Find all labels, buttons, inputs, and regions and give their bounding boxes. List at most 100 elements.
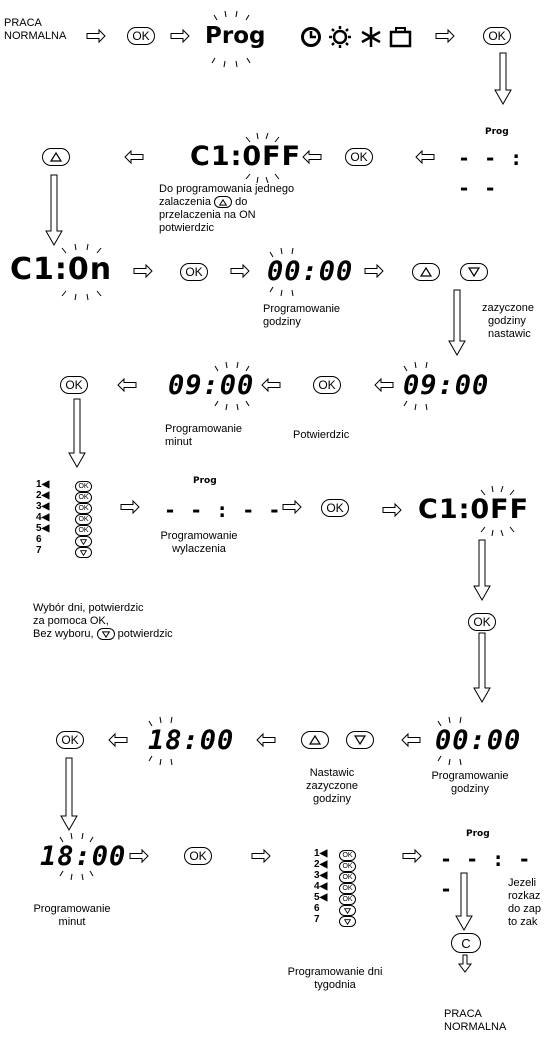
ok-button[interactable]: OK [313,376,341,394]
ok-button-small[interactable]: OK [339,850,356,861]
ok-button[interactable]: OK [127,27,155,45]
arrow-down [473,539,491,602]
arrow-down [68,398,86,469]
ok-button-small[interactable]: OK [339,872,356,883]
ok-button[interactable]: OK [321,499,349,517]
mode-icons [301,26,412,48]
prog-label-small: Prog [193,476,217,486]
snowflake-icon [361,27,381,47]
arrow-right [402,849,422,863]
up-button[interactable] [301,731,329,749]
time-display-1800-minutes: 18:00 [40,841,127,872]
day-row-1: 1◀ [36,479,50,490]
day-row-1: 1◀ [314,848,328,859]
triangle-down-icon [344,907,351,914]
nastawic-label: Nastawic zazyczone godziny [306,767,358,805]
day-row-6: 6 [314,903,320,914]
time-display-0000: 00:00 [267,256,354,287]
programowanie-godziny-label: Programowanie godziny [431,770,509,795]
arrow-left [415,150,435,164]
potwierdzic-label: Potwierdzic [293,429,350,441]
prog-display-blinking: Prog [205,23,266,49]
triangle-down-icon [101,630,110,638]
jezeli-text-clipped: Jezeli rozkaz do zap to zak [508,877,542,928]
up-button[interactable] [42,148,70,166]
arrow-left [374,378,394,392]
c1-off-display: C1:0FF [418,494,530,525]
c1-on-display: C1:0n [10,252,113,287]
day-row-2: 2◀ [36,490,50,501]
time-display-0900-hours: 09:00 [403,370,490,401]
ok-button[interactable]: OK [483,27,511,45]
arrow-right [133,264,153,278]
praca-normalna-bottom: PRACA NORMALNA [444,1008,507,1033]
ok-button[interactable]: OK [180,263,208,281]
arrow-left [261,378,281,392]
ok-button[interactable]: OK [345,148,373,166]
triangle-down-icon [468,267,480,277]
triangle-down-icon [344,918,351,925]
day-row-4: 4◀ [314,881,328,892]
down-button[interactable] [460,263,488,281]
ok-button-small[interactable]: OK [339,883,356,894]
ok-button-small[interactable]: OK [75,503,92,514]
down-button-small[interactable] [339,916,356,927]
ok-button-small[interactable]: OK [339,894,356,905]
ok-button-small[interactable]: OK [75,525,92,536]
arrow-left [117,378,137,392]
day-row-6: 6 [36,534,42,545]
time-display-0900-minutes: 09:00 [168,370,255,401]
arrow-right [170,29,190,43]
day-row-5: 5◀ [314,892,328,903]
triangle-up-icon [50,152,62,162]
ok-button[interactable]: OK [468,613,496,631]
ok-button[interactable]: OK [56,731,84,749]
ok-button[interactable]: OK [184,847,212,865]
triangle-down-icon [354,735,366,745]
down-button[interactable] [346,731,374,749]
ok-button-small[interactable]: OK [339,861,356,872]
prog-label-small: Prog [485,127,509,137]
day-row-4: 4◀ [36,512,50,523]
prog-label-small: Prog [466,829,490,839]
arrow-down [448,289,466,357]
arrow-right [364,264,384,278]
suitcase-icon [389,27,412,48]
ok-button-small[interactable]: OK [75,492,92,503]
arrow-right [86,29,106,43]
c-button[interactable]: C [451,933,481,953]
arrow-down [458,954,472,973]
dashes-display: - - : - - [458,146,524,200]
ok-button-small[interactable]: OK [75,514,92,525]
triangle-up-icon [219,198,228,206]
arrow-left [256,733,276,747]
dashes-display: - - : - - [440,847,532,901]
programowanie-minut-label: Programowanie minut [165,423,243,448]
day-row-3: 3◀ [314,870,328,881]
programowanie-godziny-label: Programowanie godziny [263,303,341,328]
time-display-0000-hours: 00:00 [435,725,522,756]
triangle-up-icon [309,735,321,745]
arrow-left [401,733,421,747]
down-button-small[interactable] [339,905,356,916]
arrow-right [120,500,140,514]
down-button-small[interactable] [75,536,92,547]
down-button-inline [96,628,115,641]
day-row-2: 2◀ [314,859,328,870]
programowanie-minut-label: Programowanie minut [33,903,111,928]
arrow-down [473,632,491,704]
ok-button[interactable]: OK [60,376,88,394]
arrow-right [230,264,250,278]
triangle-up-icon [420,267,432,277]
programowanie-wylaczenia-label: Programowanie wylaczenia [160,530,238,555]
up-button[interactable] [412,263,440,281]
arrow-right [129,849,149,863]
arrow-right [251,849,271,863]
down-button-small[interactable] [75,547,92,558]
c1-off-display: C1:0FF [190,141,302,172]
ok-button-small[interactable]: OK [75,481,92,492]
day-row-7: 7 [36,545,42,556]
arrow-right [282,500,302,514]
arrow-left [108,733,128,747]
